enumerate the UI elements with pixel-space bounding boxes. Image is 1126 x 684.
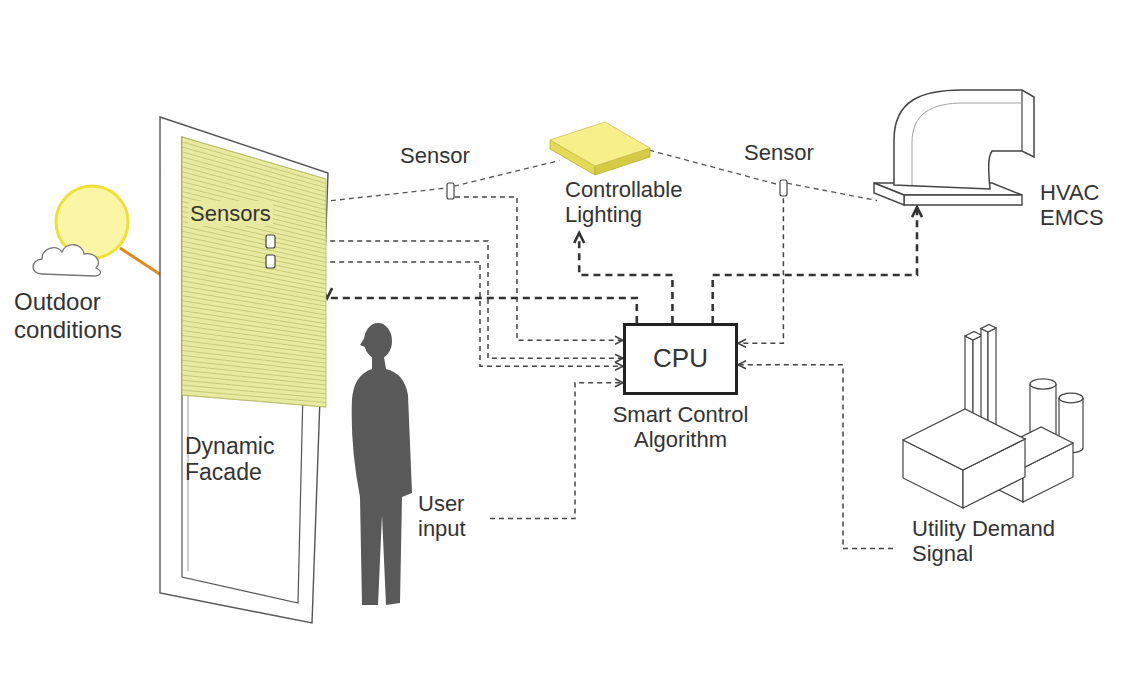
blind-panel	[182, 137, 326, 407]
blind-slat	[182, 231, 326, 262]
node-label: Dynamic Facade	[185, 433, 310, 486]
duct-flange	[904, 195, 1022, 205]
duct-edge	[1021, 90, 1022, 151]
node-label: Controllable Lighting	[565, 177, 723, 228]
controllable-lighting: Controllable Lighting	[545, 118, 725, 233]
dynamic-facade: SensorsDynamic Facade	[158, 115, 328, 625]
building-face	[965, 332, 982, 341]
input-signal	[276, 241, 623, 358]
tank-top	[1030, 379, 1056, 389]
dynamic-facade-illustration	[158, 115, 328, 625]
blind-slat	[182, 167, 326, 206]
building-face	[981, 325, 996, 333]
input-signal	[738, 365, 893, 549]
user-input-illustration	[330, 315, 490, 610]
node-label: User input	[418, 491, 490, 542]
blind-slat	[182, 340, 326, 358]
blind-slat	[182, 192, 326, 228]
blind-slat	[182, 326, 326, 346]
blind-slat	[182, 365, 326, 380]
blind-slat	[182, 360, 326, 376]
control-signal	[579, 233, 672, 323]
input-signal	[490, 383, 623, 519]
facade-frame	[160, 117, 328, 623]
sensor-link	[787, 183, 877, 200]
node-heading: Smart Control Algorithm	[586, 402, 776, 453]
blind-slat	[182, 331, 326, 351]
node-label: Sensor	[744, 140, 814, 165]
sensor-link	[322, 188, 447, 202]
duct-flange	[874, 183, 904, 205]
sensor-icon	[266, 255, 275, 268]
user-input: User input	[330, 315, 490, 610]
cpu-box: CPUSmart Control Algorithm	[623, 323, 738, 395]
hvac-emcs: HVAC EMCS	[872, 85, 1122, 250]
blind-slat	[182, 281, 326, 306]
control-signal	[713, 207, 917, 323]
input-signal	[738, 198, 783, 343]
control-signal	[327, 298, 637, 323]
person-head	[364, 323, 392, 359]
facade-sensors: Sensors	[188, 201, 293, 271]
hvac-sensor: Sensor	[742, 140, 834, 200]
node-label: CPU	[626, 344, 735, 374]
node-label: Utility Demand Signal	[912, 516, 1102, 567]
utility-demand-signal: Utility Demand Signal	[893, 318, 1113, 583]
tank-top	[1059, 393, 1083, 403]
blind-slat	[182, 306, 326, 328]
sensor-icon	[266, 235, 275, 248]
blind-slat	[182, 395, 326, 407]
sensor-icon	[447, 183, 454, 199]
blind-slat	[182, 246, 326, 275]
input-signal	[276, 262, 623, 366]
blind-slat	[182, 241, 326, 271]
blind-slat	[182, 311, 326, 333]
node-label: Sensor	[400, 143, 470, 168]
blind-slat	[182, 236, 326, 266]
lighting-panel	[550, 122, 650, 166]
blind-slat	[182, 345, 326, 363]
blind-slat	[182, 291, 326, 315]
cloud-icon	[33, 245, 100, 276]
hvac-duct	[894, 90, 1034, 189]
sensor-link	[454, 161, 559, 187]
lighting-sensor: Sensor	[400, 143, 490, 203]
person-nose	[360, 337, 365, 347]
blind-slat	[182, 286, 326, 311]
blind-slat	[182, 350, 326, 367]
node-label: HVAC EMCS	[1040, 180, 1120, 231]
blind-slat	[182, 335, 326, 354]
node-label: Outdoor conditions	[14, 288, 154, 343]
sensor-icon	[780, 180, 787, 196]
blind-slat	[182, 301, 326, 324]
outdoor-conditions: Outdoor conditions	[12, 182, 157, 347]
node-label: Sensors	[188, 201, 273, 226]
blind-slat	[182, 296, 326, 320]
duct-edge	[912, 103, 1022, 185]
building-face	[903, 409, 1025, 470]
blind-slat	[182, 355, 326, 372]
person-silhouette	[352, 357, 412, 605]
blind-slat	[182, 226, 326, 258]
